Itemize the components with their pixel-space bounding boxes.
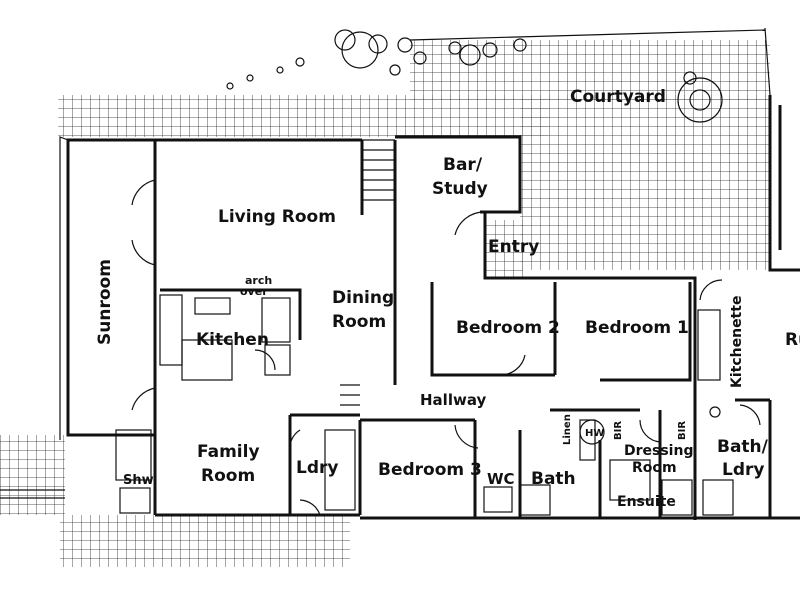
family-room-label-line2: Room — [201, 466, 255, 486]
paving — [0, 40, 770, 567]
entry-label: Entry — [488, 237, 539, 257]
bedroom-3-label: Bedroom 3 — [378, 460, 482, 480]
kitchenette-label: Kitchenette — [729, 296, 745, 388]
bath-laundry-label-line1: Bath/ — [717, 437, 769, 457]
bath-label: Bath — [531, 469, 576, 489]
bir-label-left: BIR — [613, 421, 624, 440]
arch-over-label-line2: over — [240, 285, 268, 298]
bedroom-1-label: Bedroom 1 — [585, 318, 689, 338]
dining-room-label-line2: Room — [332, 312, 386, 332]
labels: Courtyard Bar/ Study Living Room Entry S… — [95, 87, 800, 510]
garden-shrubs — [226, 29, 723, 123]
family-room-label-line1: Family — [197, 442, 260, 462]
bar-study-label-line2: Study — [432, 179, 488, 199]
bar-study-label-line1: Bar/ — [443, 155, 483, 175]
hallway-label: Hallway — [420, 391, 486, 409]
shower-label: Shw — [123, 473, 154, 488]
wc-label: WC — [487, 470, 515, 488]
courtyard-label: Courtyard — [570, 87, 666, 107]
ensuite-label: Ensuite — [617, 494, 676, 510]
laundry-label: Ldry — [296, 458, 338, 478]
bedroom-2-label: Bedroom 2 — [456, 318, 560, 338]
dining-room-label-line1: Dining — [332, 288, 394, 308]
arch-over-label-line1: arch — [245, 274, 272, 287]
details — [0, 27, 771, 516]
dressing-room-label-line2: Room — [632, 460, 677, 476]
partial-room-label: Ru — [785, 330, 800, 350]
walls — [66, 95, 800, 520]
dressing-room-label-line1: Dressing — [624, 443, 693, 459]
living-room-label: Living Room — [218, 207, 336, 227]
bath-laundry-label-line2: Ldry — [722, 460, 764, 480]
hot-water-label: HW — [585, 428, 604, 439]
sunroom-label: Sunroom — [95, 259, 115, 345]
bir-label-right: BIR — [677, 421, 688, 440]
linen-label: Linen — [562, 414, 573, 445]
kitchen-label: Kitchen — [196, 330, 269, 350]
